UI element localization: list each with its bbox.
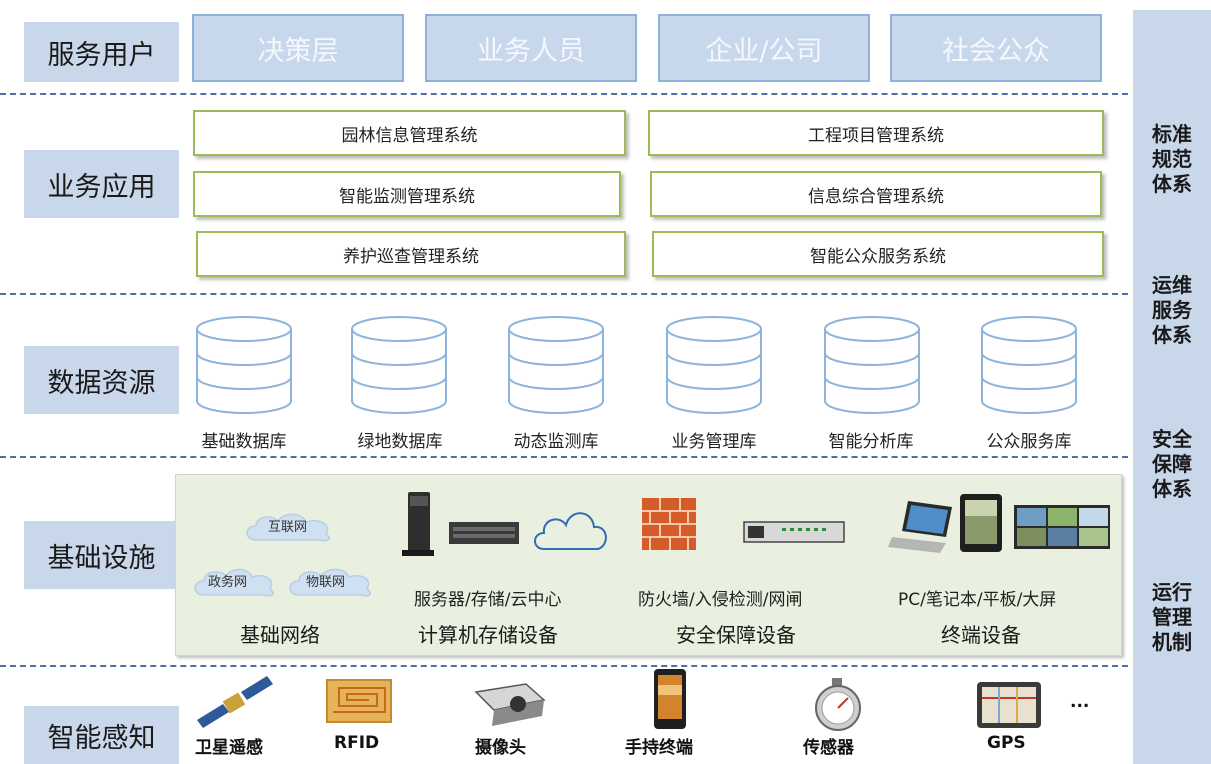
- tablet-icon: [960, 494, 1002, 552]
- storage-rack-icon: [449, 522, 519, 544]
- database-icon: [824, 316, 920, 414]
- user-box-business: 业务人员: [425, 14, 637, 82]
- sensing-label-camera: 摄像头: [475, 738, 526, 758]
- cloud-label-iot: 物联网: [306, 575, 346, 590]
- db-label-public: 公众服务库: [986, 432, 1072, 452]
- rfid-tag-icon: [326, 679, 392, 723]
- standard-system-label: 标准 规范 体系: [1152, 122, 1192, 196]
- iot-cloud-icon: [289, 568, 372, 597]
- server-tower-icon: [402, 492, 434, 556]
- cloud-label-internet: 互联网: [268, 520, 308, 535]
- db-label-basic: 基础数据库: [201, 432, 287, 452]
- layer-label-users: 服务用户: [24, 22, 179, 82]
- category-label-computing: 计算机存储设备: [418, 623, 558, 647]
- db-label-greenland: 绿地数据库: [357, 432, 443, 452]
- separator-line: [0, 456, 1128, 458]
- category-label-terminals: 终端设备: [941, 623, 1021, 647]
- database-icon: [508, 316, 604, 414]
- category-label-network: 基础网络: [240, 623, 320, 647]
- label-firewall-ids-gateway: 防火墙/入侵检测/网闸: [638, 590, 803, 610]
- sensing-label-handheld: 手持终端: [625, 738, 693, 758]
- operation-mechanism-label: 运行 管理 机制: [1152, 580, 1192, 654]
- database-icon: [666, 316, 762, 414]
- app-box-garden-info: 园林信息管理系统: [193, 110, 626, 156]
- user-box-enterprise: 企业/公司: [658, 14, 870, 82]
- layer-label-data: 数据资源: [24, 346, 179, 414]
- db-label-business: 业务管理库: [671, 432, 757, 452]
- database-icon: [196, 316, 292, 414]
- gov-network-cloud-icon: [194, 568, 275, 597]
- separator-line: [0, 93, 1128, 95]
- separator-line: [0, 293, 1128, 295]
- layer-label-apps: 业务应用: [24, 150, 179, 218]
- gps-device-icon: [977, 682, 1041, 728]
- firewall-icon: [642, 498, 696, 550]
- app-box-public-service: 智能公众服务系统: [652, 231, 1104, 277]
- layer-label-sensing: 智能感知: [24, 706, 179, 764]
- sensing-label-rfid: RFID: [334, 733, 380, 753]
- db-label-analysis: 智能分析库: [828, 432, 914, 452]
- app-box-smart-monitor: 智能监测管理系统: [193, 171, 621, 217]
- user-box-decision: 决策层: [192, 14, 404, 82]
- camera-icon: [474, 683, 546, 726]
- laptop-icon: [888, 501, 952, 553]
- user-box-public: 社会公众: [890, 14, 1102, 82]
- sensing-label-gps: GPS: [987, 733, 1026, 753]
- db-label-dynamic: 动态监测库: [513, 432, 599, 452]
- app-box-project: 工程项目管理系统: [648, 110, 1104, 156]
- internet-cloud-icon: [246, 513, 331, 542]
- category-label-security: 安全保障设备: [676, 623, 796, 647]
- sensor-icon: [815, 678, 861, 731]
- security-system-label: 安全 保障 体系: [1152, 427, 1192, 501]
- intrusion-detection-device-icon: [743, 521, 845, 543]
- layer-label-infra: 基础设施: [24, 521, 179, 589]
- sensing-label-satellite: 卫星遥感: [195, 738, 263, 758]
- sensing-more-ellipsis: ...: [1070, 692, 1090, 712]
- ops-service-system-label: 运维 服务 体系: [1152, 273, 1192, 347]
- app-box-patrol: 养护巡查管理系统: [196, 231, 626, 277]
- sensing-label-sensor: 传感器: [803, 738, 854, 758]
- cloud-center-icon: [534, 512, 607, 550]
- handheld-terminal-icon: [654, 669, 686, 729]
- cloud-label-gov-network: 政务网: [208, 575, 248, 590]
- app-box-info-integration: 信息综合管理系统: [650, 171, 1102, 217]
- database-icon: [351, 316, 447, 414]
- database-icon: [981, 316, 1077, 414]
- label-terminals-list: PC/笔记本/平板/大屏: [898, 590, 1057, 610]
- satellite-icon: [197, 676, 273, 728]
- label-servers-storage-cloud: 服务器/存储/云中心: [414, 590, 562, 610]
- big-screen-icon: [1014, 505, 1110, 549]
- right-systems-panel: [1133, 10, 1211, 764]
- separator-line: [0, 665, 1128, 667]
